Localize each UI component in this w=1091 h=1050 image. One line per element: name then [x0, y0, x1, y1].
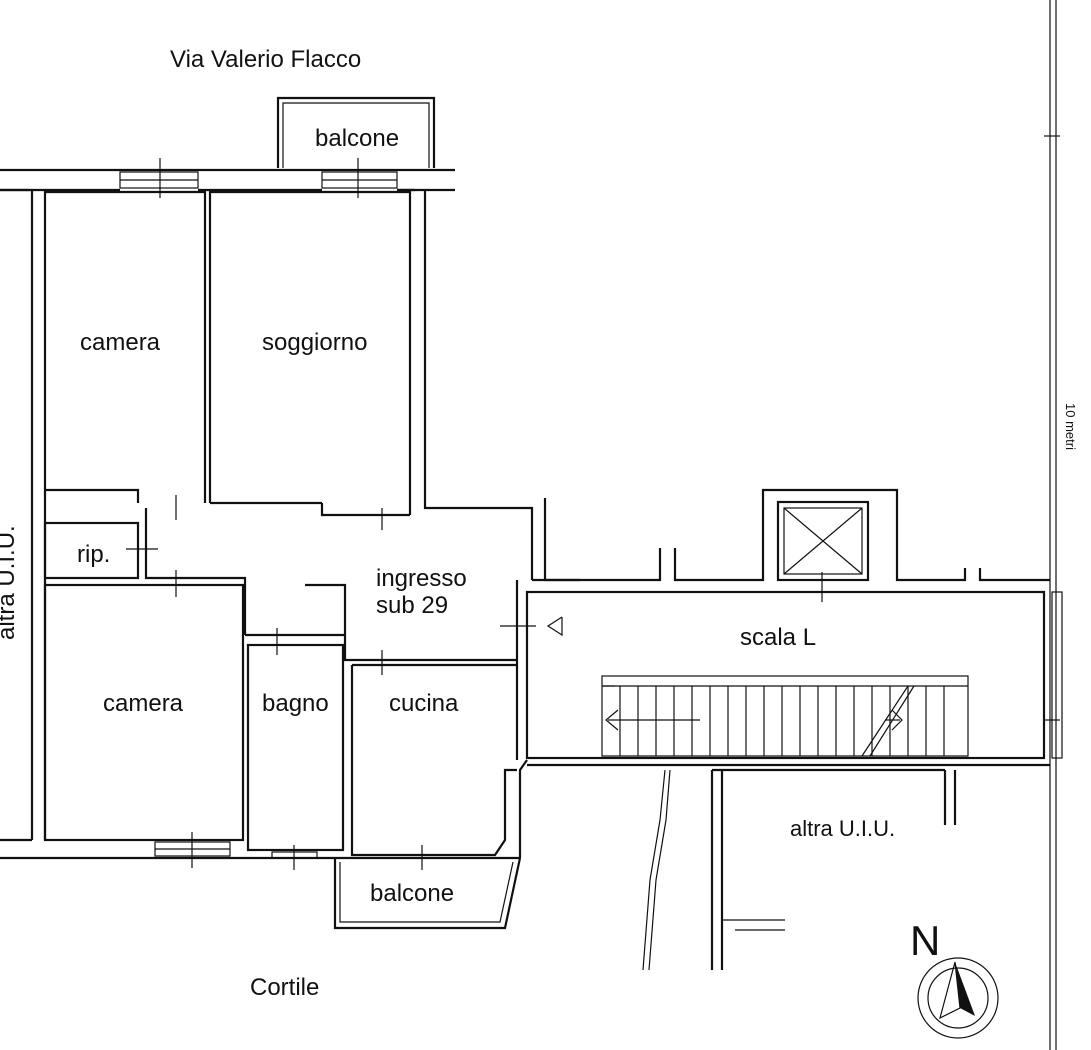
balcony-north [276, 96, 436, 168]
unit-walls [0, 168, 580, 860]
soggiorno-label: soggiorno [262, 329, 367, 356]
scale-label: 10 metri [1063, 403, 1078, 450]
balcony-north-label: balcone [315, 125, 399, 152]
stair-core [525, 488, 1063, 767]
ingresso-sub-label: sub 29 [376, 592, 448, 619]
bagno-label: bagno [262, 690, 329, 717]
neighbour-walls [642, 768, 957, 971]
courtyard-label: Cortile [250, 974, 319, 1001]
other-unit-west-label: altra U.I.U. [0, 525, 20, 640]
windows [119, 158, 536, 870]
north-label: N [910, 917, 940, 964]
camera-north-label: camera [80, 329, 161, 356]
street-label: Via Valerio Flacco [170, 46, 361, 73]
camera-south-label: camera [103, 690, 184, 717]
cucina-label: cucina [389, 690, 459, 717]
north-arrow: N [910, 917, 999, 1039]
other-unit-east-label: altra U.I.U. [790, 816, 895, 841]
balcony-south [333, 857, 522, 930]
scale-bar: 10 metri [1044, 0, 1078, 1050]
ripostiglio-label: rip. [77, 541, 110, 568]
stair-label: scala L [740, 624, 816, 651]
balcony-south-label: balcone [370, 880, 454, 907]
ingresso-label: ingresso [376, 565, 467, 592]
